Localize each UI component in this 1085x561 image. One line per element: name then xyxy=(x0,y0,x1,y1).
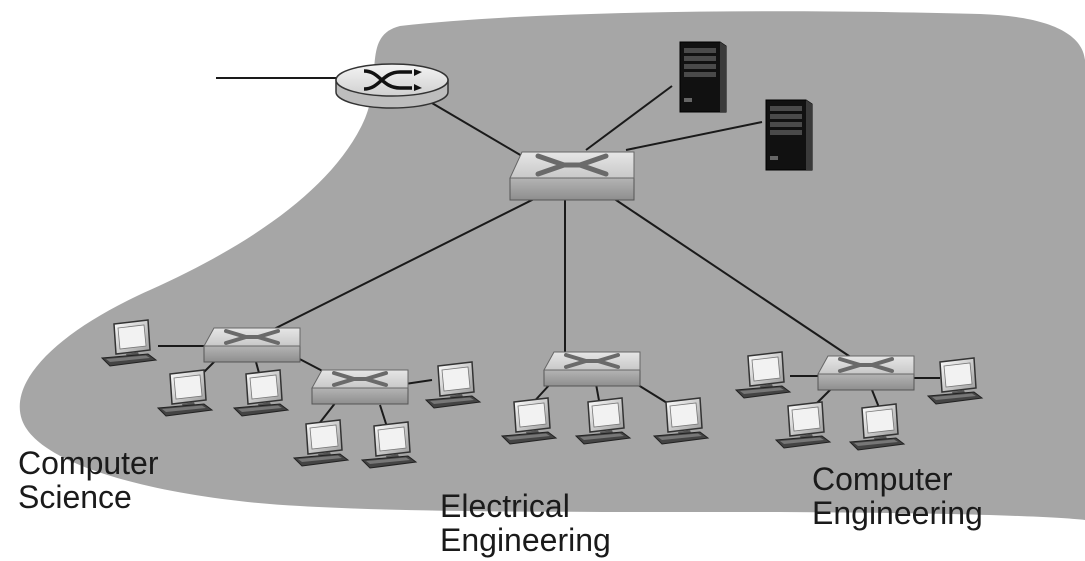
server-icon xyxy=(679,41,727,113)
computer-engineering-label-line2: Engineering xyxy=(812,495,983,531)
network-region xyxy=(19,11,1085,521)
computer-science-label: Computer Science xyxy=(18,446,159,514)
electrical-engineering-label-line2: Engineering xyxy=(440,522,611,558)
computer-science-label-line1: Computer xyxy=(18,445,159,481)
ee-switch-icon xyxy=(542,350,642,388)
computer-engineering-label: Computer Engineering xyxy=(812,462,983,530)
router-icon xyxy=(335,63,449,109)
computer-engineering-label-line1: Computer xyxy=(812,461,953,497)
electrical-engineering-label: Electrical Engineering xyxy=(440,489,611,557)
electrical-engineering-label-line1: Electrical xyxy=(440,488,570,524)
computer-science-label-line2: Science xyxy=(18,479,132,515)
cs-subswitch-icon xyxy=(310,368,410,406)
ce-switch-icon xyxy=(816,354,916,392)
cs-switch-icon xyxy=(202,326,302,364)
server-icon xyxy=(765,99,813,171)
core-switch-icon xyxy=(510,152,634,200)
